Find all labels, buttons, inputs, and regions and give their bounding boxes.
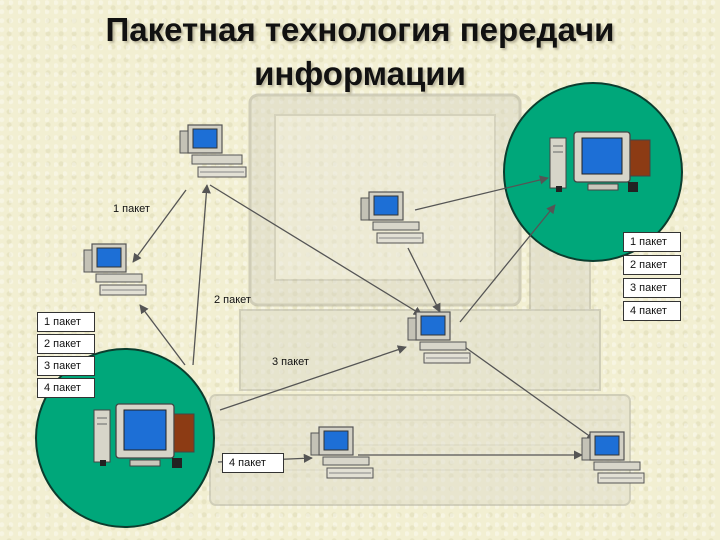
- computer-icon[interactable]: [357, 190, 429, 252]
- link-bottom-left-to-center-pc: [219, 345, 407, 411]
- packet-label-2: 2 пакет: [214, 294, 251, 306]
- computer-icon[interactable]: [578, 430, 650, 492]
- computer-icon[interactable]: [80, 242, 152, 304]
- link-center-pc-to-right-pc: [461, 344, 596, 441]
- desktop-pc-icon[interactable]: [92, 400, 202, 472]
- right-packet-2: 2 пакет: [623, 255, 681, 275]
- link-left-bottom-to-top-pc: [192, 184, 211, 366]
- packet-label-4: 4 пакет: [222, 453, 284, 473]
- page-title: Пакетная технология передачи информации: [105, 11, 615, 92]
- link-top-pc-to-center-pc: [209, 184, 423, 316]
- right-packet-1: 1 пакет: [623, 232, 681, 252]
- link-center-to-top-right: [459, 204, 556, 323]
- link-top-pc-to-left-node: [132, 189, 187, 263]
- computer-icon[interactable]: [404, 310, 476, 372]
- left-packet-2: 2 пакет: [37, 334, 95, 354]
- link-mid-pc-to-top-right: [414, 175, 549, 211]
- right-packet-4: 4 пакет: [623, 301, 681, 321]
- left-packet-4: 4 пакет: [37, 378, 95, 398]
- right-packet-3: 3 пакет: [623, 278, 681, 298]
- computer-icon[interactable]: [307, 425, 379, 487]
- link-left-bottom-to-left-pc: [139, 304, 186, 366]
- desktop-pc-icon[interactable]: [548, 128, 658, 196]
- computer-icon[interactable]: [178, 123, 250, 185]
- link-mid-pc-to-center-pc: [407, 247, 441, 313]
- left-packet-3: 3 пакет: [37, 356, 95, 376]
- packet-label-3: 3 пакет: [272, 356, 309, 368]
- left-packet-1: 1 пакет: [37, 312, 95, 332]
- packet-label-1: 1 пакет: [113, 203, 150, 215]
